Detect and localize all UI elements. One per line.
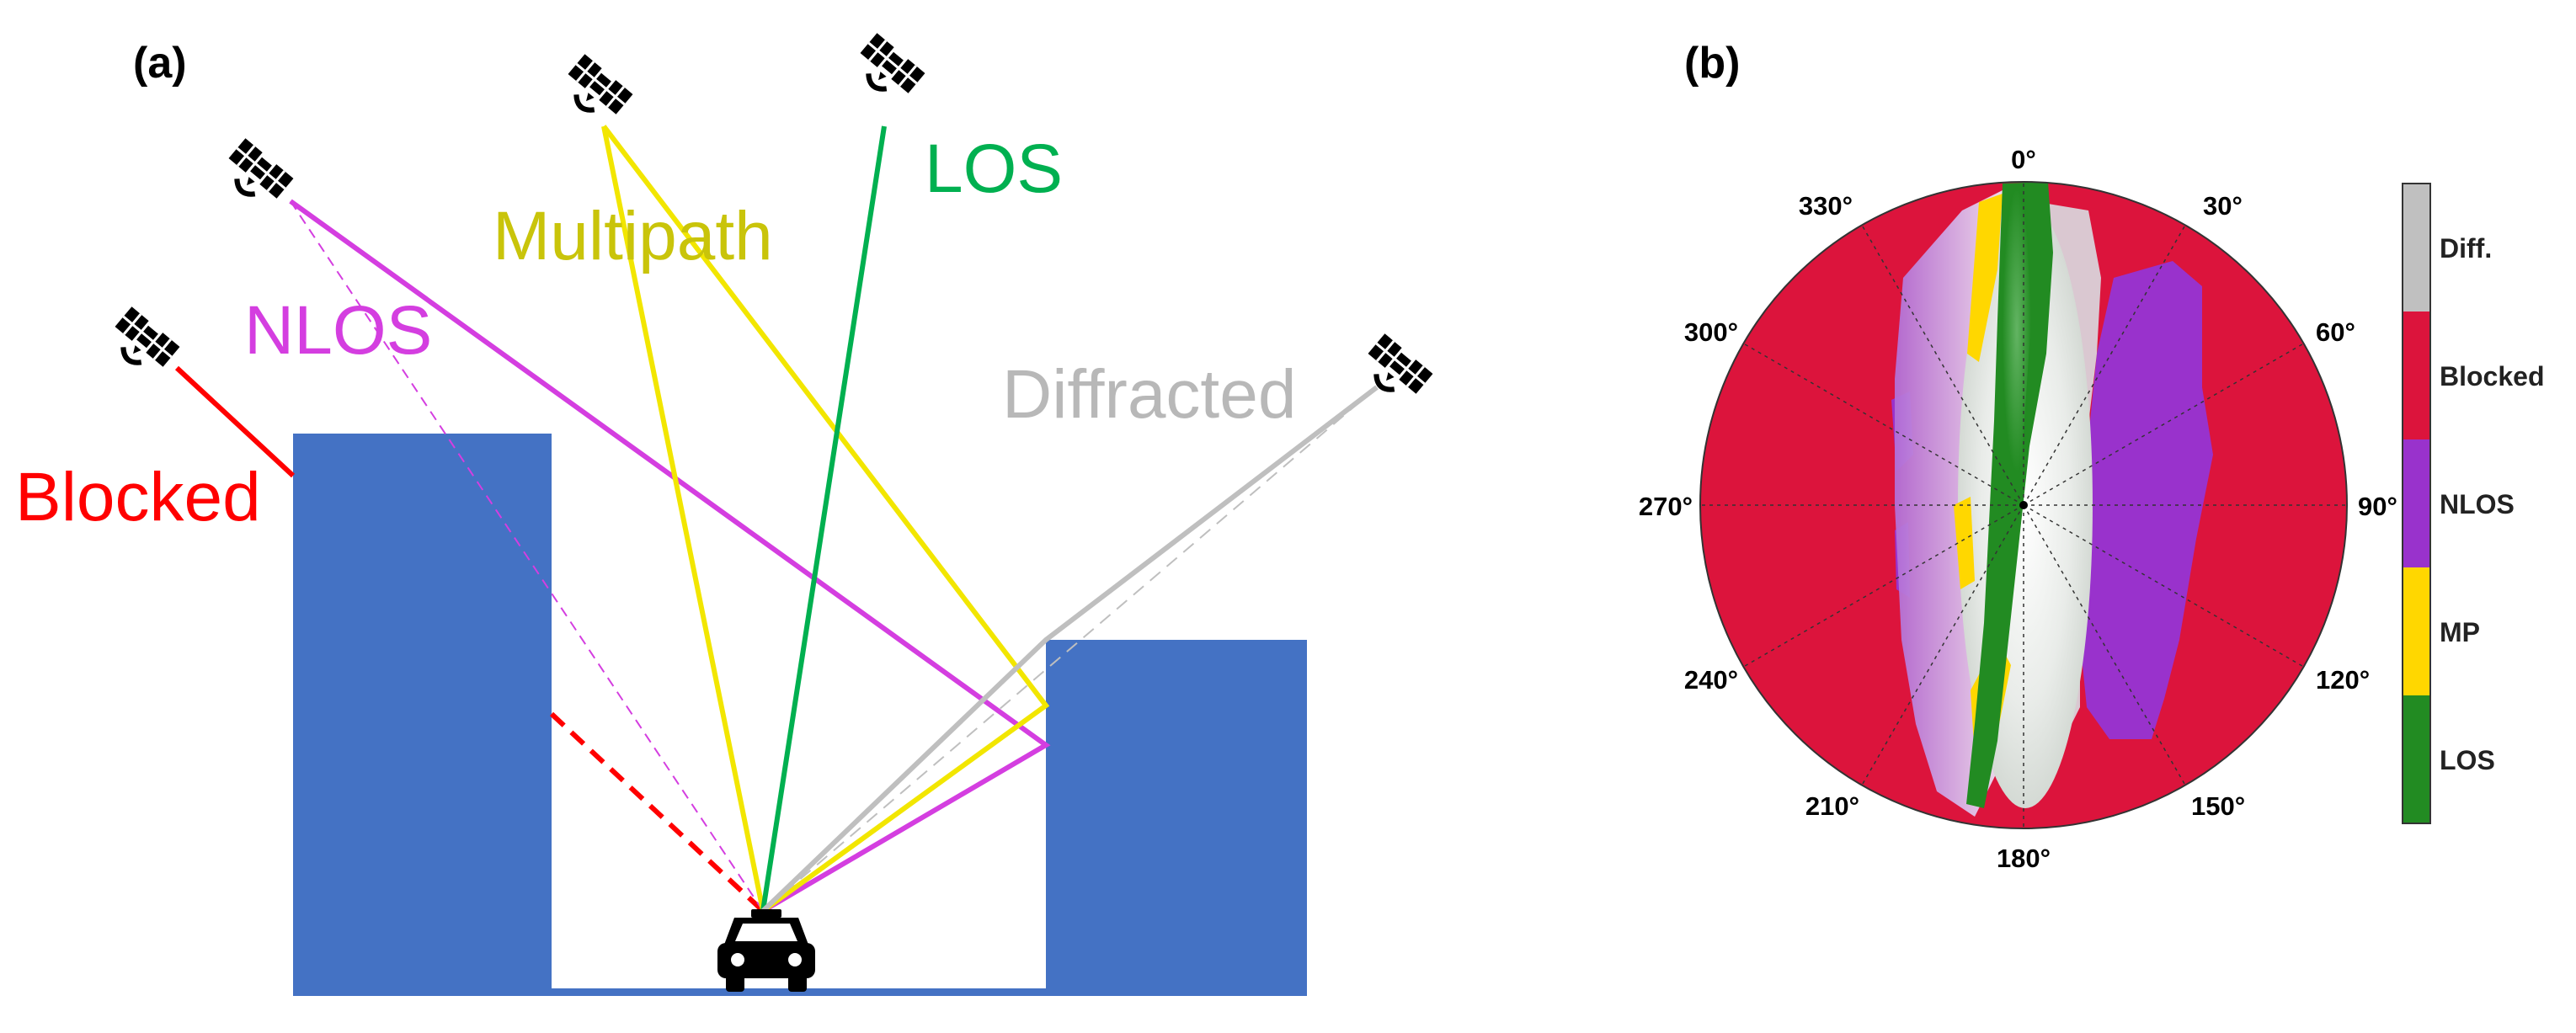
satellite-icon xyxy=(104,306,180,380)
panel-b: (b) xyxy=(1639,39,2545,873)
colorbar-mp xyxy=(2403,567,2430,695)
angle-tick: 240° xyxy=(1684,665,1738,695)
colorbar-los xyxy=(2403,695,2430,823)
angle-tick: 180° xyxy=(1997,844,2051,873)
diffracted-ray xyxy=(760,385,1379,913)
polar-plot: 0° 30° 60° 90° 120° 150° 180° 210° 240° … xyxy=(1639,145,2397,873)
diffracted-direct-dashed xyxy=(762,386,1378,912)
angle-tick: 150° xyxy=(2191,791,2245,821)
los-ray xyxy=(760,125,887,912)
panel-b-letter: (b) xyxy=(1684,39,1740,88)
panel-a: (a) xyxy=(15,33,1432,996)
panel-a-letter: (a) xyxy=(133,39,187,88)
colorbar-blocked xyxy=(2403,311,2430,439)
right-building xyxy=(1046,640,1307,996)
multipath-label: Multipath xyxy=(493,198,773,274)
nlos-ray xyxy=(289,199,1051,913)
polar-outline xyxy=(1699,181,2348,829)
angle-tick: 300° xyxy=(1684,317,1738,347)
left-building xyxy=(293,434,552,996)
angle-tick: 60° xyxy=(2316,317,2355,347)
colorbar-label: Blocked xyxy=(2440,361,2544,391)
satellite-icon xyxy=(557,54,633,127)
nlos-region xyxy=(2080,261,2213,739)
angle-tick: 90° xyxy=(2358,492,2397,521)
colorbar-label: LOS xyxy=(2440,745,2495,775)
multipath-direct-ray xyxy=(601,125,765,912)
street-ground xyxy=(552,988,1046,996)
satellite-icon xyxy=(218,138,294,211)
blocked-ray xyxy=(174,365,296,478)
colorbar-diff xyxy=(2403,184,2430,311)
polar-grid xyxy=(1700,182,2347,828)
colorbar: Diff. Blocked NLOS MP LOS xyxy=(2402,183,2544,824)
mp-region xyxy=(1967,194,2003,362)
angle-tick: 210° xyxy=(1805,791,1859,821)
angle-tick: 120° xyxy=(2316,665,2370,695)
angle-tick: 30° xyxy=(2203,191,2243,221)
nlos-direct-dashed xyxy=(290,200,764,912)
angle-tick: 0° xyxy=(2011,145,2036,174)
polar-center xyxy=(2019,501,2028,509)
angle-tick: 330° xyxy=(1799,191,1853,221)
colorbar-outline xyxy=(2402,183,2431,824)
blocked-label: Blocked xyxy=(15,459,261,535)
blocked-ray-hidden xyxy=(549,711,765,913)
diffracted-label: Diffracted xyxy=(1002,356,1296,433)
los-label: LOS xyxy=(925,130,1063,207)
car-icon xyxy=(717,909,815,992)
multipath-reflected-ray xyxy=(601,125,1050,913)
los-region xyxy=(1966,182,2053,808)
colorbar-label: Diff. xyxy=(2440,233,2492,264)
satellite-icon xyxy=(850,33,925,106)
mp-region xyxy=(1954,497,1975,589)
angle-tick: 270° xyxy=(1639,492,1693,521)
colorbar-nlos xyxy=(2403,439,2430,567)
colorbar-label: MP xyxy=(2440,617,2480,647)
colorbar-label: NLOS xyxy=(2440,489,2515,519)
nlos-label: NLOS xyxy=(244,292,432,369)
